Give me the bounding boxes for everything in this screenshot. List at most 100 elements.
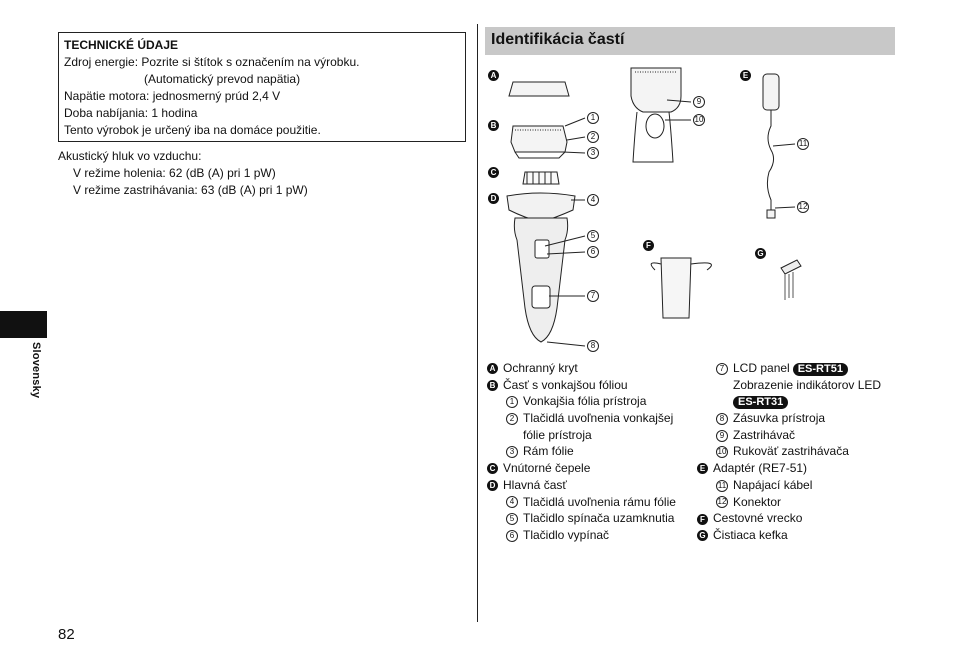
protective-cap-drawing xyxy=(508,81,570,97)
diagram-letter-f: F xyxy=(643,240,654,251)
spec-line-power: Zdroj energie: Pozrite si štítok s označ… xyxy=(64,55,360,69)
specs-heading: TECHNICKÉ ÚDAJE xyxy=(64,38,179,52)
legend-label-4: Tlačidlá uvoľnenia rámu fólie xyxy=(523,494,676,509)
section-title: Identifikácia častí xyxy=(485,27,895,55)
outer-foil-drawing xyxy=(510,125,568,153)
legend-num-2: 2 xyxy=(506,412,518,425)
legend-label-11: Napájací kábel xyxy=(733,477,813,492)
diagram-letter-b: B xyxy=(488,120,499,131)
legend-label-6: Tlačidlo vypínač xyxy=(523,527,610,542)
legend-label-1: Vonkajšia fólia prístroja xyxy=(523,394,647,409)
legend-label-f: Cestovné vrecko xyxy=(713,511,803,526)
legend-item-8: 8 Zásuvka prístroja xyxy=(697,410,881,427)
noise-trimming: V režime zastrihávania: 63 (dB (A) pri 1… xyxy=(73,183,308,197)
adapter-drawing xyxy=(762,73,780,111)
legend-badge-c: C xyxy=(487,463,498,475)
legend-item-g: G Čistiaca kefka xyxy=(697,527,881,544)
diagram-callout-12: 12 xyxy=(797,201,809,213)
diagram-callout-8: 8 xyxy=(587,340,599,352)
legend-label-2-cont: fólie prístroja xyxy=(523,427,592,442)
diagram-callout-3: 3 xyxy=(587,147,599,159)
legend-item-2: 2 Tlačidlá uvoľnenia vonkajšej xyxy=(487,410,676,427)
diagram-letter-d: D xyxy=(488,193,499,204)
noise-section: Akustický hluk vo vzduchu: V režime hole… xyxy=(58,148,308,199)
legend-label-9: Zastrihávač xyxy=(733,427,796,442)
diagram-callout-7: 7 xyxy=(587,290,599,302)
legend-num-7: 7 xyxy=(716,362,728,375)
legend-badge-d: D xyxy=(487,480,498,492)
language-label: Slovensky xyxy=(30,342,42,399)
legend-item-7-led: Zobrazenie indikátorov LED xyxy=(697,377,881,394)
legend-item-f: F Cestovné vrecko xyxy=(697,510,881,527)
legend-item-c: C Vnútorné čepele xyxy=(487,460,676,477)
legend-num-1: 1 xyxy=(506,396,518,409)
legend-badge-g: G xyxy=(697,530,708,542)
legend-item-b: B Časť s vonkajšou fóliou xyxy=(487,377,676,394)
legend-num-4: 4 xyxy=(506,496,518,509)
model-tag-es-rt31: ES-RT31 xyxy=(733,396,789,410)
legend-num-6: 6 xyxy=(506,529,518,542)
main-body-drawing xyxy=(506,192,576,223)
diagram-letter-g: G xyxy=(755,248,766,259)
legend-badge-f: F xyxy=(697,513,708,525)
legend-label-a: Ochranný kryt xyxy=(503,361,578,375)
diagram-callout-2: 2 xyxy=(587,131,599,143)
legend-item-a: A Ochranný kryt xyxy=(487,360,676,377)
diagram-letter-e: E xyxy=(740,70,751,81)
diagram-callout-6: 6 xyxy=(587,246,599,258)
diagram-callout-5: 5 xyxy=(587,230,599,242)
legend-badge-e: E xyxy=(697,463,708,475)
column-divider xyxy=(477,24,478,622)
parts-diagram: A B C D E F G 1 2 3 4 5 6 7 8 9 10 11 12 xyxy=(485,60,905,360)
legend-num-8: 8 xyxy=(716,412,728,425)
spec-line-motor: Napätie motora: jednosmerný prúd 2,4 V xyxy=(64,89,281,103)
legend-item-6: 6 Tlačidlo vypínač xyxy=(487,527,676,544)
legend-label-12: Konektor xyxy=(733,494,782,509)
legend-item-2-cont: fólie prístroja xyxy=(487,427,676,444)
legend-label-5: Tlačidlo spínača uzamknutia xyxy=(523,511,675,526)
legend-item-10: 10 Rukoväť zastrihávača xyxy=(697,443,881,460)
inner-blades-drawing xyxy=(522,171,560,185)
legend-item-7-tag: ES-RT31 xyxy=(697,393,881,410)
legend-label-c: Vnútorné čepele xyxy=(503,461,591,476)
legend-label-2: Tlačidlá uvoľnenia vonkajšej xyxy=(523,411,674,426)
legend-label-e: Adaptér (RE7-51) xyxy=(713,461,808,476)
technical-specs-box: TECHNICKÉ ÚDAJE Zdroj energie: Pozrite s… xyxy=(58,32,466,142)
legend-item-d: D Hlavná časť xyxy=(487,477,676,494)
noise-heading: Akustický hluk vo vzduchu: xyxy=(58,149,202,163)
legend-label-8: Zásuvka prístroja xyxy=(733,411,826,426)
legend-num-5: 5 xyxy=(506,513,518,526)
diagram-callout-4: 4 xyxy=(587,194,599,206)
language-tab-marker xyxy=(0,311,47,338)
legend-label-3: Rám fólie xyxy=(523,444,574,459)
legend-label-7-led: Zobrazenie indikátorov LED xyxy=(733,377,882,392)
legend-num-3: 3 xyxy=(506,446,518,459)
parts-illustration xyxy=(506,67,802,347)
spec-line-charging: Doba nabíjania: 1 hodina xyxy=(64,106,198,120)
legend-item-9: 9 Zastrihávač xyxy=(697,427,881,444)
legend-label-d: Hlavná časť xyxy=(503,477,567,492)
travel-pouch-drawing xyxy=(660,257,692,319)
legend-label-b: Časť s vonkajšou fóliou xyxy=(503,377,628,392)
legend-num-11: 11 xyxy=(716,479,728,492)
diagram-callout-1: 1 xyxy=(587,112,599,124)
legend-label-10: Rukoväť zastrihávača xyxy=(733,444,849,459)
legend-item-1: 1 Vonkajšia fólia prístroja xyxy=(487,393,676,410)
model-tag-es-rt51: ES-RT51 xyxy=(792,363,848,376)
diagram-letter-a: A xyxy=(488,70,499,81)
legend-badge-a: A xyxy=(487,363,498,375)
diagram-callout-11: 11 xyxy=(797,138,809,150)
page-number: 82 xyxy=(58,626,75,643)
legend-badge-b: B xyxy=(487,380,498,392)
diagram-callout-10: 10 xyxy=(693,114,705,126)
legend-label-g: Čistiaca kefka xyxy=(713,527,788,542)
cleaning-brush-drawing xyxy=(780,259,802,275)
legend-num-9: 9 xyxy=(716,429,728,442)
legend-num-10: 10 xyxy=(716,446,728,459)
spec-line-voltage-note: (Automatický prevod napätia) xyxy=(144,72,301,86)
legend-item-11: 11 Napájací kábel xyxy=(697,477,881,494)
legend-item-4: 4 Tlačidlá uvoľnenia rámu fólie xyxy=(487,494,676,511)
